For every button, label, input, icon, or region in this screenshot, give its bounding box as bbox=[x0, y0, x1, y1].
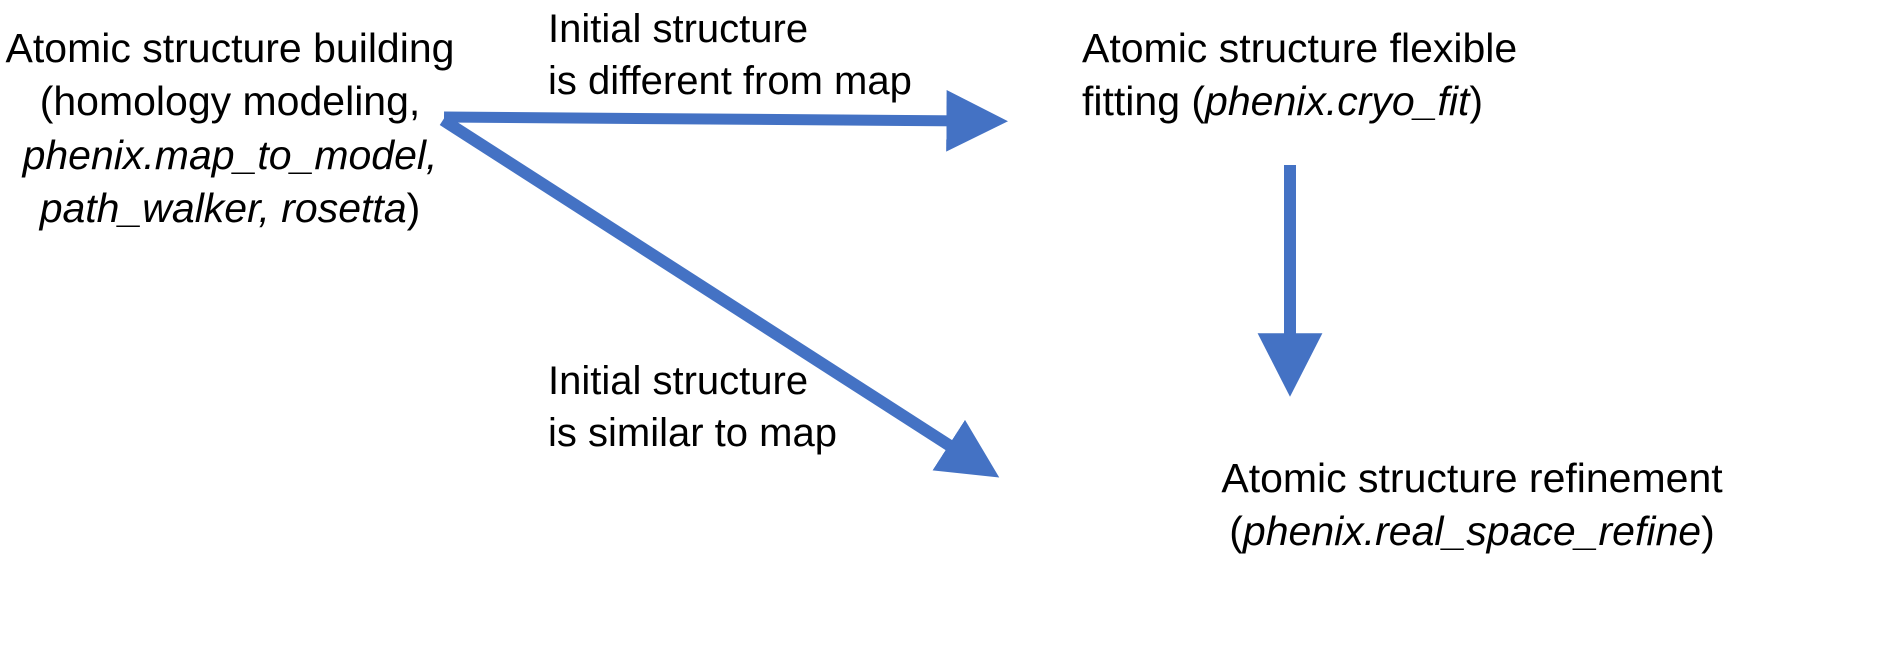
node-flexible-fitting-line-2-head: fitting ( bbox=[1082, 78, 1206, 125]
node-flexible-fitting-line-1: Atomic structure flexible bbox=[1082, 25, 1518, 71]
node-flexible-fitting-line-2: fitting (phenix.cryo_fit) bbox=[1082, 75, 1562, 128]
node-flexible-fitting-tool-cryo-fit: phenix.cryo_fit bbox=[1205, 78, 1470, 125]
node-building-line-4-tail: ) bbox=[406, 184, 421, 231]
node-building-line-3: phenix.map_to_model, bbox=[0, 129, 460, 182]
node-atomic-structure-building[interactable]: Atomic structure building (homology mode… bbox=[0, 22, 460, 235]
node-atomic-structure-refinement[interactable]: Atomic structure refinement (phenix.real… bbox=[1060, 452, 1884, 559]
node-flexible-fitting-line-2-tail: ) bbox=[1469, 78, 1484, 125]
node-building-line-4: path_walker, rosetta) bbox=[0, 182, 460, 235]
arrow-right-icon bbox=[443, 89, 1008, 152]
node-refinement-line-1: Atomic structure refinement bbox=[1221, 455, 1723, 501]
node-building-tool-path-walker-rosetta: path_walker, rosetta bbox=[39, 184, 407, 231]
node-building-tool-map-to-model: phenix.map_to_model, bbox=[22, 131, 438, 178]
edge-label-different-line-2: is different from map bbox=[548, 59, 912, 103]
node-refinement-tool-real-space-refine: phenix.real_space_refine bbox=[1242, 508, 1702, 555]
edge-label-is-different-from-map: Initial structure is different from map bbox=[548, 3, 912, 107]
node-refinement-line-2: (phenix.real_space_refine) bbox=[1060, 505, 1884, 558]
node-atomic-structure-flexible-fitting[interactable]: Atomic structure flexible fitting (pheni… bbox=[1082, 22, 1562, 129]
edge-label-is-similar-to-map: Initial structure is similar to map bbox=[548, 355, 837, 459]
node-building-line-1: Atomic structure building bbox=[5, 25, 455, 71]
edge-label-different-line-1: Initial structure bbox=[548, 7, 809, 51]
edge-label-similar-line-1: Initial structure bbox=[548, 359, 809, 403]
node-building-line-2: (homology modeling, bbox=[39, 78, 421, 125]
node-refinement-line-2-head: ( bbox=[1229, 508, 1243, 555]
edge-label-similar-line-2: is similar to map bbox=[548, 411, 837, 455]
node-refinement-line-2-tail: ) bbox=[1701, 508, 1715, 555]
